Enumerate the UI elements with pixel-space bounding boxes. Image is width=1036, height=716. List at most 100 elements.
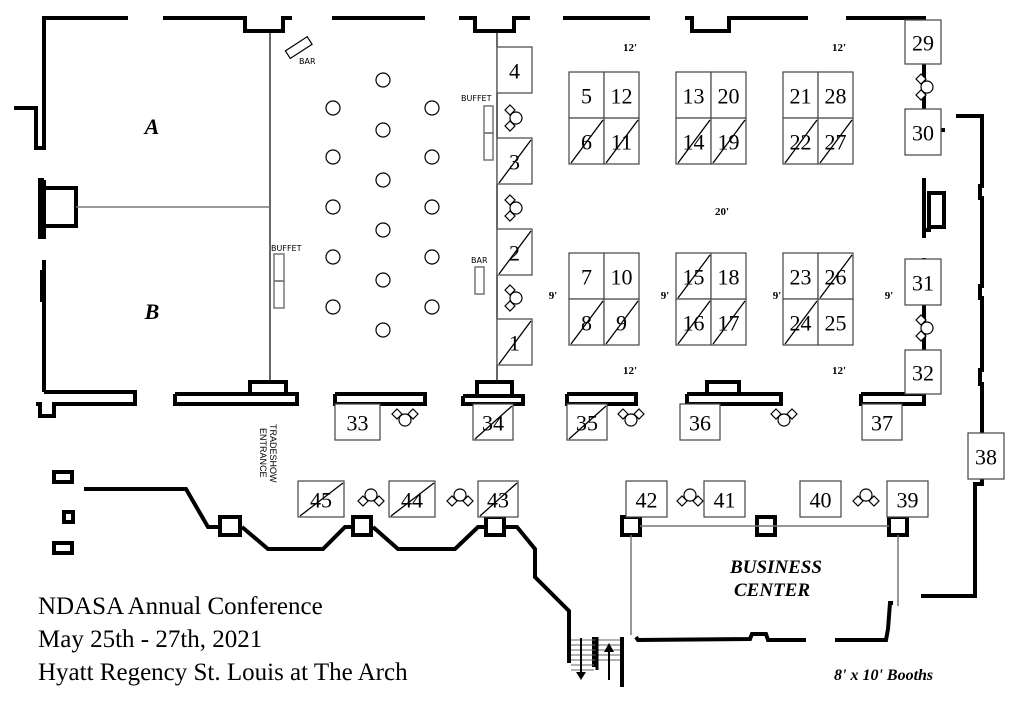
booth-number: 31 [912,271,934,296]
booth-26[interactable]: 26 [817,252,854,300]
booth-outline [603,252,640,300]
booth-7[interactable]: 7 [568,252,605,300]
seating-groups [357,73,934,507]
aisle-dim-side-1: 9' [549,290,558,302]
round-table-icon [424,249,440,265]
booth-16[interactable]: 16 [675,298,712,346]
booth-15[interactable]: 15 [675,252,712,300]
booth-4[interactable]: 4 [496,46,533,94]
booth-8[interactable]: 8 [568,298,605,346]
booth-18[interactable]: 18 [710,252,747,300]
sold-slash-mark [605,119,639,164]
booth-outline [568,252,605,300]
booth-32[interactable]: 32 [904,349,942,395]
booth-34[interactable]: 34 [472,403,514,441]
bar-label-top: BAR [299,57,316,66]
booth-25[interactable]: 25 [817,298,854,346]
sold-slash-mark [819,119,853,164]
booth-9[interactable]: 9 [603,298,640,346]
sold-slash-mark [677,300,711,345]
booth-40[interactable]: 40 [799,480,842,518]
sold-slash-mark [498,230,532,275]
sold-slash-mark [677,254,711,299]
booth-13[interactable]: 13 [675,71,712,119]
booth-6[interactable]: 6 [568,117,605,165]
booth-44[interactable]: 44 [388,480,436,518]
booths: 1234567891011121314151617181920212223242… [297,19,1005,518]
booth-number: 38 [975,445,997,470]
booth-41[interactable]: 41 [703,480,746,518]
booth-outline [625,480,668,518]
booth-31[interactable]: 31 [904,258,942,306]
booth-2[interactable]: 2 [496,228,533,276]
booth-19[interactable]: 19 [710,117,747,165]
event-title: NDASA Annual Conference [38,593,323,620]
booth-17[interactable]: 17 [710,298,747,346]
round-table-icon [325,299,341,315]
booth-1[interactable]: 1 [496,318,533,366]
booth-12[interactable]: 12 [603,71,640,119]
booth-20[interactable]: 20 [710,71,747,119]
booth-number: 18 [718,265,740,290]
business-center-label-1: BUSINESS [729,557,822,578]
booth-number: 4 [509,59,520,84]
booth-30[interactable]: 30 [904,108,942,156]
booth-outline [710,252,747,300]
booth-outline [703,480,746,518]
booth-45[interactable]: 45 [297,480,345,518]
booth-39[interactable]: 39 [886,480,929,518]
booth-33[interactable]: 33 [334,403,381,441]
booth-number: 29 [912,31,934,56]
booth-outline [334,403,381,441]
booth-outline [861,403,903,441]
bar-table-top [284,35,313,60]
buffet-table-left [273,253,285,309]
booth-number: 25 [825,311,847,336]
booth-23[interactable]: 23 [782,252,819,300]
event-venue: Hyatt Regency St. Louis at The Arch [38,659,408,686]
booth-37[interactable]: 37 [861,403,903,441]
booth-outline [710,71,747,119]
booth-number: 10 [611,265,633,290]
seating-group-icon [915,73,934,101]
booth-outline [817,298,854,346]
booth-35[interactable]: 35 [566,403,608,441]
booth-21[interactable]: 21 [782,71,819,119]
booth-36[interactable]: 36 [679,403,721,441]
booth-number: 37 [871,411,893,436]
round-table-icon [375,122,391,138]
sold-slash-mark [605,300,639,345]
round-table-icon [375,222,391,238]
booth-42[interactable]: 42 [625,480,668,518]
booth-24[interactable]: 24 [782,298,819,346]
aisle-dim-side-3: 9' [773,290,782,302]
seating-group-icon [852,488,880,507]
booth-outline [967,432,1005,480]
booth-27[interactable]: 27 [817,117,854,165]
booth-3[interactable]: 3 [496,137,533,185]
booth-outline [886,480,929,518]
seating-group-icon [617,408,645,427]
booth-38[interactable]: 38 [967,432,1005,480]
booth-5[interactable]: 5 [568,71,605,119]
booth-43[interactable]: 43 [477,480,519,518]
buffet-table-right [483,105,494,161]
booth-10[interactable]: 10 [603,252,640,300]
booth-number: 32 [912,361,934,386]
round-table-icon [424,199,440,215]
booth-number: 13 [683,84,705,109]
seating-group-icon [915,314,934,342]
aisle-dim-center: 20' [715,206,729,218]
booth-14[interactable]: 14 [675,117,712,165]
booth-number: 36 [689,411,711,436]
room-b-label: B [144,299,160,324]
bar-label-side: BAR [471,256,488,265]
booth-29[interactable]: 29 [904,19,942,65]
aisle-dim-bottom-left: 12' [623,365,637,377]
booth-22[interactable]: 22 [782,117,819,165]
sold-slash-mark [570,300,604,345]
round-tables [325,72,440,338]
booth-28[interactable]: 28 [817,71,854,119]
booth-11[interactable]: 11 [603,117,640,165]
